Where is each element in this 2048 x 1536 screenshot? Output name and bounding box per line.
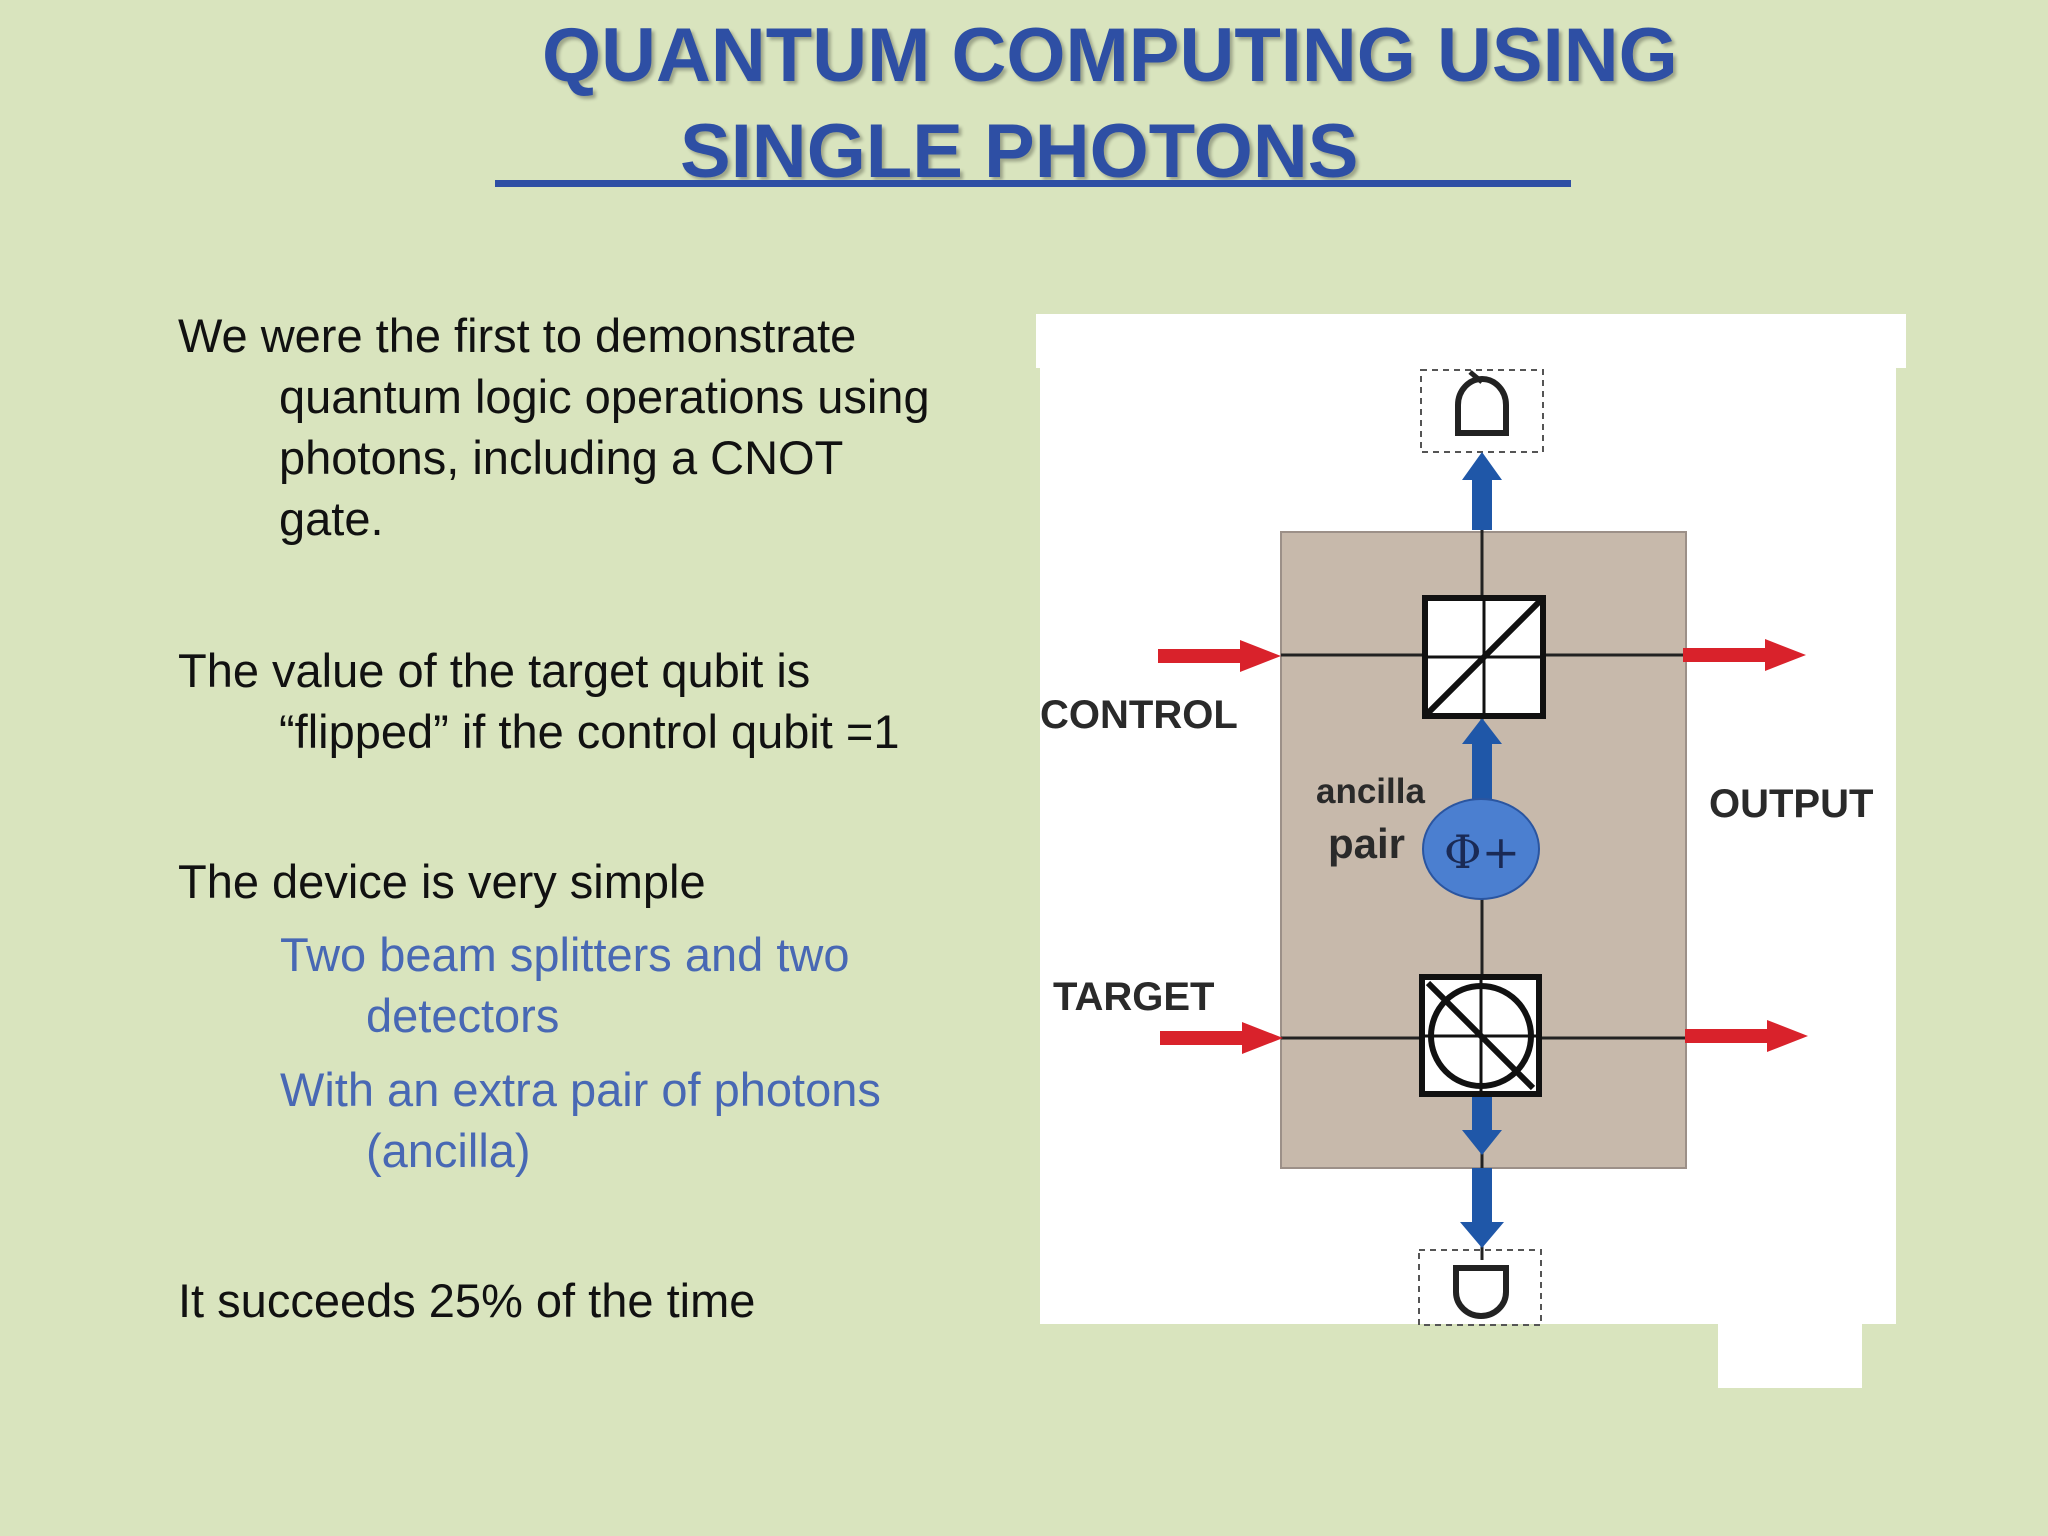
top-detector-icon (1420, 369, 1544, 453)
paragraph-first-demonstration: We were the first to demonstrate quantum… (178, 305, 1038, 549)
control-label: CONTROL (1040, 693, 1238, 737)
paragraph-device-simple: The device is very simple (178, 851, 1038, 912)
bullet-ancilla: With an extra pair of photons (ancilla) (280, 1059, 1040, 1181)
paragraph-line: quantum logic operations using (279, 370, 930, 423)
paragraph-line: We were the first to demonstrate (178, 309, 857, 362)
figure-background-top (1036, 314, 1906, 368)
bullet-beam-splitters: Two beam splitters and two detectors (280, 924, 1040, 1046)
pair-label: pair (1328, 820, 1405, 867)
title-underline (495, 180, 1571, 187)
red-arrows (1158, 639, 1808, 1054)
target-label: TARGET (1053, 975, 1214, 1019)
beam-splitter-icon (1419, 974, 1542, 1097)
paragraph-line: It succeeds 25% of the time (178, 1274, 756, 1327)
phi-plus-label: Φ+ (1444, 825, 1520, 879)
bullet-line: Two beam splitters and two (280, 928, 850, 981)
output-label: OUTPUT (1709, 782, 1873, 826)
bullet-line: With an extra pair of photons (280, 1063, 881, 1116)
paragraph-line: “flipped” if the control qubit =1 (279, 705, 900, 758)
blue-arrows (1460, 452, 1504, 1248)
paragraph-line: gate. (279, 492, 384, 545)
paragraph-line: The device is very simple (178, 855, 706, 908)
title-line-1: QUANTUM COMPUTING USING (542, 13, 1678, 98)
paragraph-line: The value of the target qubit is (178, 644, 811, 697)
paragraph-success-rate: It succeeds 25% of the time (178, 1270, 1038, 1331)
bottom-detector-icon (1418, 1249, 1542, 1326)
ancilla-label: ancilla (1316, 772, 1425, 811)
bullet-line: (ancilla) (366, 1124, 531, 1177)
polarizing-beam-splitter-icon (1422, 595, 1546, 719)
figure-background-tab (1718, 1320, 1862, 1388)
ancilla-pair-source (1422, 798, 1540, 900)
bullet-line: detectors (366, 989, 560, 1042)
title-line-2: SINGLE PHOTONS (680, 109, 1359, 194)
paragraph-target-flip: The value of the target qubit is “flippe… (178, 640, 1038, 762)
paragraph-line: photons, including a CNOT (279, 431, 844, 484)
